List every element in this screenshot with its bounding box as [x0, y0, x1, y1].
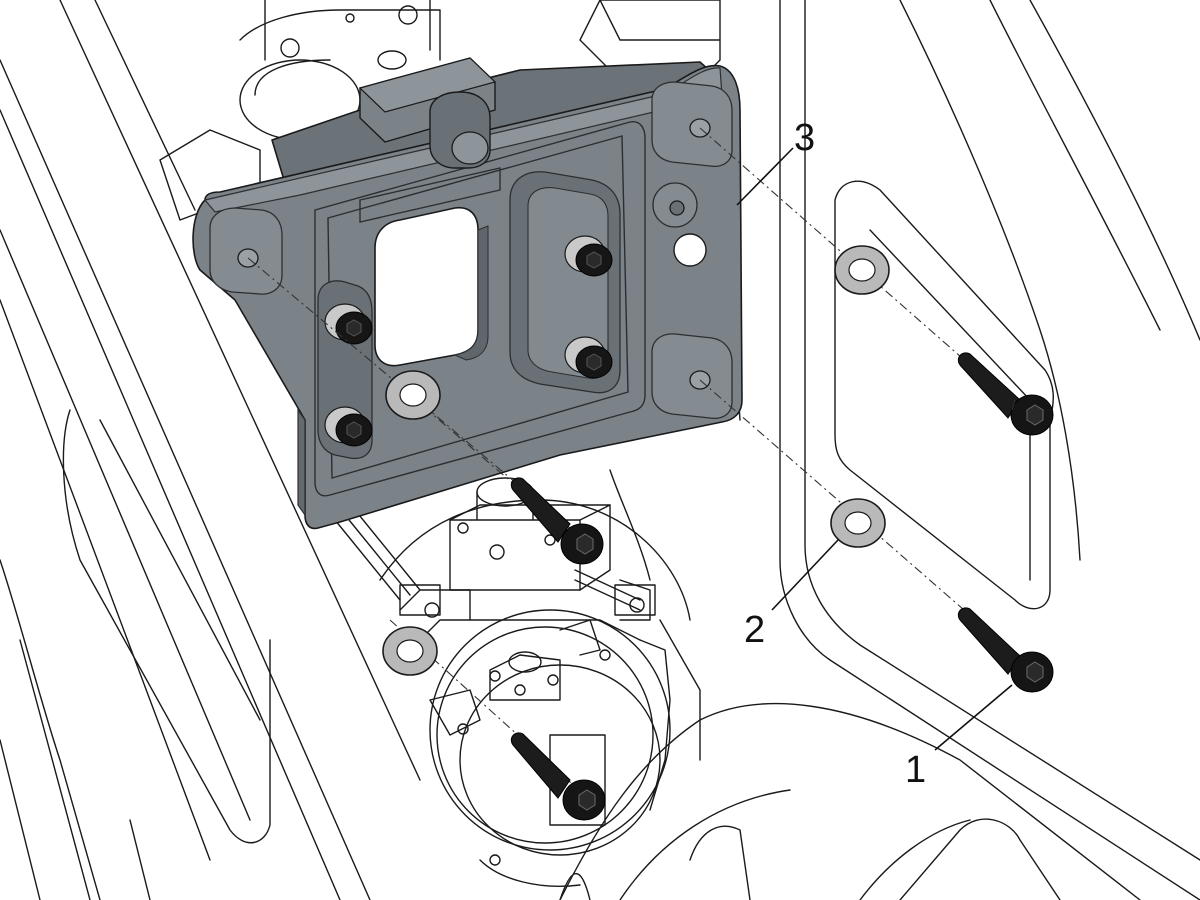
callouts: 3 2 1 [736, 117, 1013, 791]
washer [385, 370, 441, 420]
installed-cap-screw [564, 336, 613, 379]
callout-label-1: 1 [905, 749, 926, 791]
callout-leader-2 [771, 539, 839, 611]
washers [382, 245, 890, 676]
washer [834, 245, 890, 295]
cap-screws [510, 352, 1054, 821]
washer [382, 626, 438, 676]
cap-screw [957, 607, 1054, 693]
cap-screw [510, 477, 604, 565]
installed-cap-screws [324, 235, 613, 447]
installed-cap-screw [324, 303, 373, 345]
cap-screw [510, 732, 606, 821]
mounting-plate [192, 57, 743, 530]
callout-leader-1 [934, 684, 1013, 751]
callout-label-3: 3 [794, 117, 815, 159]
installed-cap-screw [324, 406, 373, 447]
washer [830, 498, 886, 548]
cap-screw [957, 352, 1054, 436]
callout-leader-3 [736, 147, 794, 206]
installed-cap-screw [564, 235, 613, 277]
callout-label-2: 2 [744, 609, 765, 651]
